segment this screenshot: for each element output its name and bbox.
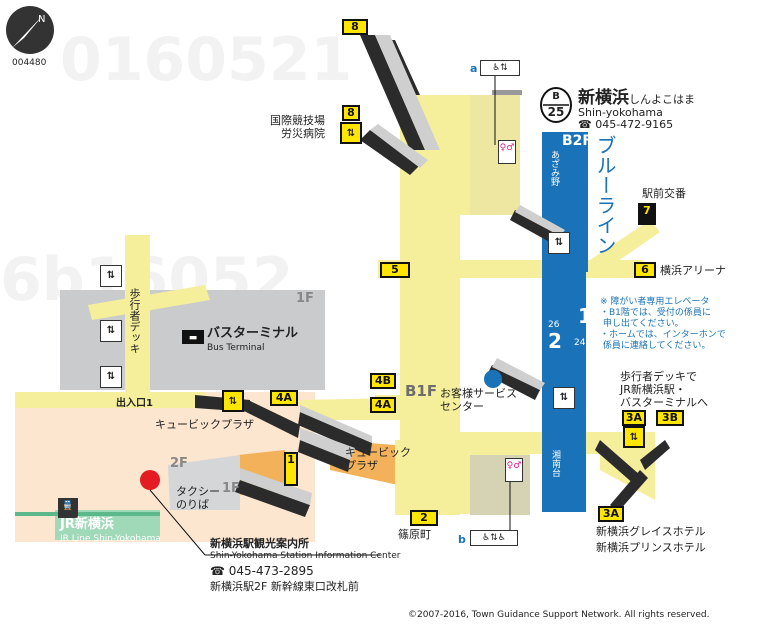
exit-8-lift[interactable]: 8: [342, 105, 360, 121]
copyright: ©2007-2016, Town Guidance Support Networ…: [408, 610, 710, 620]
label-arena: 横浜アリーナ: [660, 264, 726, 277]
exit-3B[interactable]: 3B: [656, 410, 684, 426]
platform-b2f-line: [586, 132, 588, 272]
label-bus-terminal: バスターミナル: [207, 326, 299, 341]
restroom-north-icon: ♀♂: [498, 140, 516, 164]
station-name: 新横浜しんよこはま: [578, 88, 695, 110]
elevator-deck-2-icon: ⇅: [100, 320, 122, 342]
jr-rail-bar: [15, 512, 160, 516]
facility-b-icon: ♿⇅♿: [470, 530, 518, 546]
corridor-2: [395, 440, 440, 515]
label-info-location: 新横浜駅2F 新幹線東口改札前: [210, 580, 359, 593]
station-number: 25: [547, 105, 565, 119]
compass-icon: N: [6, 6, 54, 54]
elevator-deck-1-icon: ⇅: [100, 265, 122, 287]
elevator-platform-north-icon: ⇅: [548, 232, 570, 254]
platform-car-26: 26: [548, 320, 560, 330]
floor-b1f: B1F: [405, 382, 438, 400]
exit-7[interactable]: 7: [638, 203, 656, 225]
info-center-icon: [140, 470, 160, 490]
svg-text:N: N: [38, 14, 45, 25]
floor-1f-taxi: 1F: [222, 481, 240, 496]
station-name-jp: 新横浜: [578, 88, 629, 108]
concourse-wc-room: [492, 90, 522, 95]
taxi-area: [168, 455, 240, 510]
watermark: 0160521 6b16052: [0, 25, 352, 315]
svg-text:0160521: 0160521: [60, 25, 352, 95]
label-shinohara: 篠原町: [398, 528, 431, 541]
train-icon: 🚆: [58, 498, 78, 518]
station-phone-number: 045-472-9165: [595, 118, 674, 131]
exit-4A[interactable]: 4A: [370, 397, 396, 413]
label-info-phone: ☎ 045-473-2895: [210, 564, 314, 578]
label-elevator-note: ※ 障がい者専用エレベータ ・B1階では、受付の係員に 申し出てください。 ・ホ…: [600, 297, 726, 351]
customer-service-icon: [484, 370, 502, 388]
bus-icon: ▬: [182, 330, 204, 344]
label-deck-to-jr: 歩行者デッキで JR新横浜駅・ バスターミナルへ: [620, 370, 708, 409]
label-info-center: 新横浜駅観光案内所: [210, 537, 309, 550]
elevator-8-icon: ⇅: [340, 122, 362, 144]
exit-4A-upper[interactable]: 4A: [270, 390, 298, 406]
station-number-badge: [540, 87, 572, 123]
floor-b2f: B2F: [562, 133, 592, 149]
exit-4B[interactable]: 4B: [370, 373, 396, 389]
label-koban: 駅前交番: [642, 187, 686, 200]
label-bus-terminal-en: Bus Terminal: [207, 343, 265, 353]
label-b: b: [458, 533, 466, 546]
label-hospital: 国際競技場 労災病院: [270, 114, 325, 140]
toward-south: 湘南台: [550, 450, 560, 477]
concourse-corridor-7: [590, 220, 660, 270]
pedestrian-deck-vertical: [125, 235, 150, 400]
floor-1f-bus: 1F: [296, 291, 314, 306]
label-customer-service: お客様サービス センター: [440, 387, 517, 413]
info-leader-line: [149, 489, 206, 556]
map-id: 004480: [12, 58, 47, 68]
label-cubic-plaza-2: キュービック プラザ: [345, 446, 411, 472]
line-code: B: [552, 91, 560, 102]
restroom-south-icon: ♀♂: [505, 458, 523, 482]
exit-5[interactable]: 5: [380, 262, 410, 278]
label-jr: JR新横浜: [60, 517, 114, 532]
platform-1: 1: [578, 304, 592, 328]
exit-3A[interactable]: 3A: [598, 506, 624, 522]
platform-b2f: [542, 132, 586, 512]
platform-2: 2: [548, 329, 562, 353]
label-taxi: タクシー のりば: [176, 485, 220, 511]
label-jr-en: JR Line Shin-Yokohama: [60, 534, 161, 544]
exit1-band: [15, 392, 205, 408]
label-info-center-en: Shin-Yokohama Station Information Center: [210, 551, 401, 561]
exit-8[interactable]: 8: [342, 19, 368, 35]
pedestrian-deck-horizontal: [88, 285, 210, 320]
station-name-kana: しんよこはま: [629, 93, 695, 106]
floor-2f: 2F: [170, 456, 188, 471]
label-pedestrian-deck: 歩行者デッキ: [128, 288, 141, 354]
toward-north: あざみ野: [549, 150, 559, 186]
exit-2[interactable]: 2: [410, 510, 438, 526]
line-name: ブルーライン: [593, 135, 617, 255]
elevator-platform-south-icon: ⇅: [553, 387, 575, 409]
facility-a-icon: ♿⇅: [480, 60, 520, 76]
label-exit1: 出入口1: [116, 398, 153, 409]
elevator-cubic-icon: ⇅: [222, 390, 244, 412]
label-hotels: 新横浜グレイスホテル 新横浜プリンスホテル: [596, 525, 706, 554]
label-a: a: [470, 62, 478, 75]
elevator-deck-3-icon: ⇅: [100, 366, 122, 388]
exit-3A-upper[interactable]: 3A: [622, 410, 646, 426]
platform-car-24: 24: [574, 338, 586, 348]
label-cubic-plaza: キュービックプラザ: [155, 418, 254, 431]
station-name-en: Shin-yokohama: [578, 106, 663, 119]
stair-highlights: [240, 35, 565, 505]
exit-1[interactable]: 1: [284, 452, 298, 486]
exit-6[interactable]: 6: [634, 262, 656, 278]
elevator-3A-icon: ⇅: [623, 426, 645, 448]
station-phone: ☎ 045-472-9165: [578, 118, 674, 131]
